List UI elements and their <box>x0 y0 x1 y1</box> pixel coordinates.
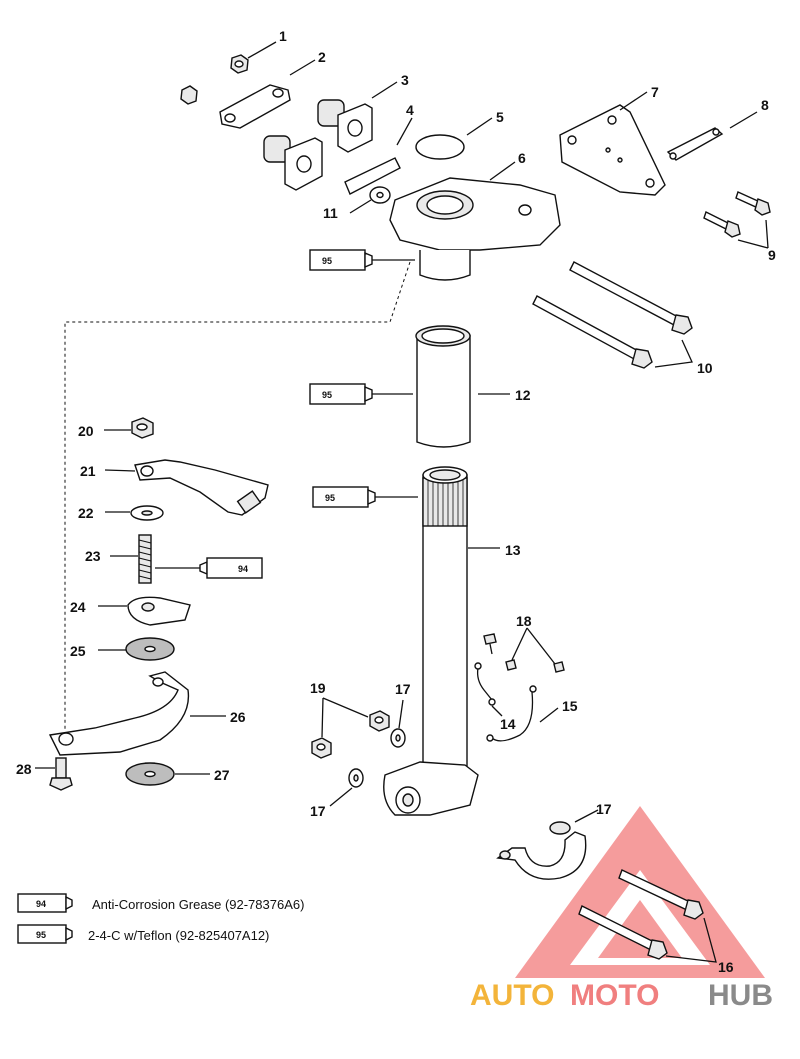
svg-text:2-4-C w/Teflon (92-825407A12): 2-4-C w/Teflon (92-825407A12) <box>88 928 269 943</box>
part-25-tab-plate <box>127 596 191 626</box>
callout-4: 4 <box>406 102 414 118</box>
part-27-friction-arm <box>48 671 190 756</box>
callout-19: 18 <box>516 613 532 629</box>
part-3-mount-left <box>263 135 323 191</box>
callout-26: 25 <box>70 643 86 659</box>
part-11-washer <box>369 186 391 204</box>
part-1-nut <box>230 54 249 74</box>
callout-10: 10 <box>697 360 713 376</box>
part-23-washer <box>130 505 164 521</box>
watermark-auto: AUTO <box>470 979 554 1012</box>
callout-7: 7 <box>651 84 659 100</box>
part-29-bolt <box>49 757 73 791</box>
callout-18: 17 <box>596 801 612 817</box>
callout-16: 16 <box>718 959 734 975</box>
grease-tube-95-mid: 95 <box>309 383 373 405</box>
watermark-moto: MOTO <box>570 979 659 1012</box>
callout-17-upper: 17 <box>395 681 411 697</box>
part-14-strap <box>474 662 496 706</box>
part-26-friction-pad <box>125 637 175 661</box>
legend: 94 Anti-Corrosion Grease (92-78376A6) 95… <box>17 893 304 944</box>
callout-17-lower: 17 <box>310 803 326 819</box>
svg-text:95: 95 <box>322 256 332 266</box>
part-20-nuts <box>311 710 390 759</box>
part-12-sleeve <box>415 325 471 448</box>
part-18-u-bracket <box>496 821 587 880</box>
svg-text:94: 94 <box>36 899 46 909</box>
callout-5: 5 <box>496 109 504 125</box>
callout-14: 14 <box>500 716 516 732</box>
svg-text:95: 95 <box>36 930 46 940</box>
callout-20: 19 <box>310 680 326 696</box>
legend-row-95: 95 2-4-C w/Teflon (92-825407A12) <box>17 924 269 944</box>
part-15-ground-wire <box>486 685 537 742</box>
part-5-oring <box>415 134 465 160</box>
svg-text:94: 94 <box>238 564 248 574</box>
callout-27: 26 <box>230 709 246 725</box>
callout-11: 11 <box>323 205 338 221</box>
svg-text:95: 95 <box>325 493 335 503</box>
callout-22: 21 <box>80 463 96 479</box>
callout-15: 15 <box>562 698 578 714</box>
svg-text:Anti-Corrosion Grease (92-7837: Anti-Corrosion Grease (92-78376A6) <box>92 897 304 912</box>
callout-28: 27 <box>214 767 230 783</box>
callout-3: 3 <box>401 72 409 88</box>
part-7-plate <box>559 104 666 196</box>
part-8-link <box>666 127 724 161</box>
callout-24: 23 <box>85 548 101 564</box>
callout-23: 22 <box>78 505 94 521</box>
callout-9: 9 <box>768 247 776 263</box>
watermark-hub: HUB <box>708 979 773 1012</box>
part-6-swivel-bracket <box>389 177 561 281</box>
callout-6: 6 <box>518 150 526 166</box>
part-9-bolts <box>703 191 771 238</box>
part-21-nut <box>131 417 154 439</box>
part-17-washers <box>348 728 406 788</box>
callout-8: 8 <box>761 97 769 113</box>
part-2-plate <box>180 84 291 129</box>
part-24-stud <box>138 534 152 584</box>
callout-29: 28 <box>16 761 32 777</box>
part-22-arm <box>134 459 269 516</box>
part-13-steering-tube <box>383 466 479 816</box>
watermark-text: AUTO MOTO HUB <box>470 979 773 1012</box>
part-10-long-bolts <box>532 261 693 369</box>
part-3-mount-right <box>317 99 373 153</box>
part-4-shim <box>344 157 401 195</box>
callout-1: 1 <box>279 28 287 44</box>
legend-row-94: 94 Anti-Corrosion Grease (92-78376A6) <box>17 893 304 913</box>
grease-tube-94: 94 <box>199 557 263 579</box>
callout-13: 13 <box>505 542 521 558</box>
part-28-friction-pad <box>125 762 175 786</box>
part-19-screws <box>483 633 565 673</box>
callout-12: 12 <box>515 387 531 403</box>
callout-2: 2 <box>318 49 326 65</box>
grease-tube-95-low: 95 <box>312 486 376 508</box>
svg-text:95: 95 <box>322 390 332 400</box>
callout-21: 20 <box>78 423 94 439</box>
callout-25: 24 <box>70 599 86 615</box>
grease-tube-95-top: 95 <box>309 249 373 271</box>
part-16-bolts <box>578 869 704 960</box>
